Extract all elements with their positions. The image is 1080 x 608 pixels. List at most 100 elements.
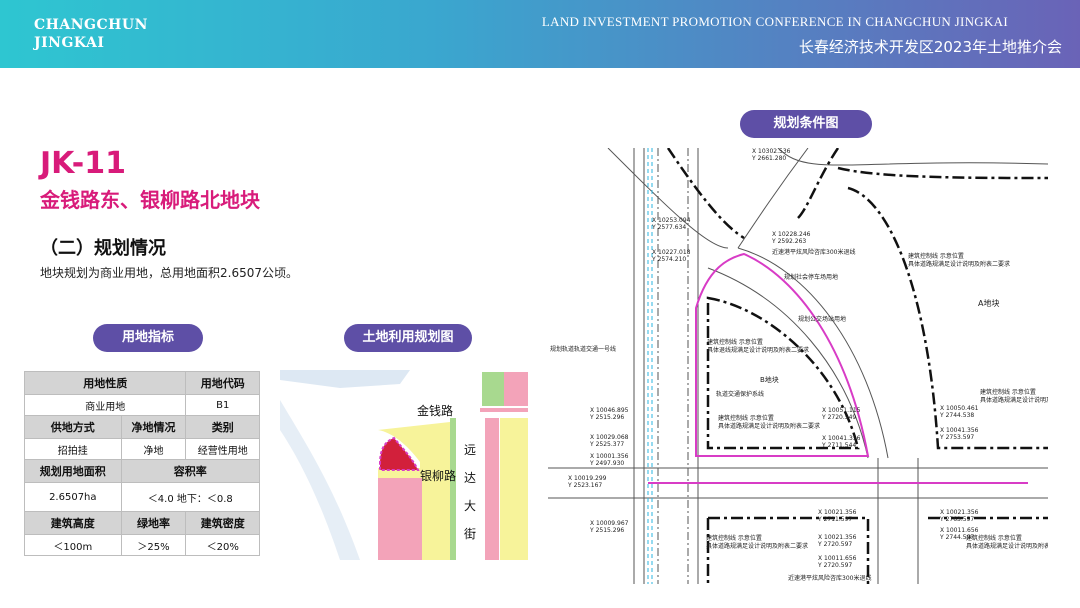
net-value: 净地 — [120, 438, 187, 460]
road-yuanda — [456, 418, 484, 560]
brand-logo-text: CHANGCHUN JINGKAI — [34, 16, 148, 52]
conference-title-cn: 长春经济技术开发区2023年土地推介会 — [798, 38, 1062, 56]
brand-line-2: JINGKAI — [34, 35, 105, 51]
area-header: 规划用地面积 — [24, 459, 122, 483]
land-nature-value: 商业用地 — [23, 394, 187, 416]
ctrl-note-6a: 建筑控制线 示意位置 — [966, 534, 1022, 542]
note-parking: 规划社会停车场用地 — [784, 273, 838, 281]
ctrl-line-b — [706, 296, 860, 450]
far-header: 容积率 — [120, 459, 261, 483]
ctrl-note-1b: 具体退线规满足设计说明及附表二要求 — [707, 346, 809, 354]
road-label-yinliu: 银柳路 — [420, 468, 456, 483]
coord-18x: X 10011.656 — [818, 555, 857, 562]
cond-background — [548, 148, 1048, 584]
category-header: 类别 — [185, 415, 260, 439]
section-title: （二）规划情况 — [40, 238, 166, 259]
coord-3x: X 10227.018 — [652, 249, 691, 256]
coord-3y: Y 2574.210 — [651, 256, 686, 263]
rail-label: 规划轨道轨道交通一号线 — [550, 345, 616, 353]
far-value: ＜4.0 地下：＜0.8 — [120, 482, 261, 512]
green-header: 绿地率 — [120, 511, 187, 535]
coord-12x: X 10019.299 — [568, 475, 607, 482]
land-use-map-label: 土地利用规划图 — [344, 324, 472, 352]
river-left — [280, 400, 360, 560]
diag-road-1 — [607, 148, 729, 249]
block-b-label: B地块 — [760, 375, 779, 384]
note-setback-bottom: 近速港平炫风险咨库300米退线 — [788, 574, 871, 582]
ctrl-note-5b: 具体道路规满足设计说明及附表二要求 — [706, 542, 808, 550]
target-plot — [379, 436, 420, 471]
brand-line-1: CHANGCHUN — [34, 17, 148, 33]
ctrl-note-3b: 具体道路规满足设计说明及附表二要求 — [908, 260, 1010, 268]
coord-6x: X 10029.068 — [590, 434, 629, 441]
rail-lines — [647, 148, 653, 584]
net-header: 净地情况 — [120, 415, 187, 439]
coord-2y: Y 2577.634 — [651, 224, 686, 231]
land-use-map: 金钱路 银柳路 远 达 大 街 — [280, 370, 530, 560]
block-a-label: A地块 — [978, 298, 999, 308]
coord-9x: X 10050.461 — [940, 405, 979, 412]
coord-18y: Y 2720.597 — [817, 562, 852, 569]
conference-title-en: LAND INVESTMENT PROMOTION CONFERENCE IN … — [541, 14, 1008, 29]
coord-1y: Y 2661.280 — [751, 155, 786, 162]
land-code-value: B1 — [185, 394, 260, 416]
ctrl-note-4a: 建筑控制线 示意位置 — [980, 388, 1036, 396]
coord-7y: Y 2720.549 — [821, 414, 856, 421]
coord-15y: Y 2720.597 — [817, 541, 852, 548]
pink-block-lower — [378, 478, 422, 560]
road-label-jinqian: 金钱路 — [417, 403, 453, 418]
density-header: 建筑密度 — [185, 511, 260, 535]
river-top — [280, 370, 410, 388]
ctrl-note-4b: 具体道路规满足设计说明及附表二要求 — [980, 396, 1048, 404]
coord-1x: X 10302.536 — [752, 148, 791, 155]
coord-16x: X 10021.356 — [940, 509, 979, 516]
plot-boundary-b — [695, 252, 870, 457]
yellow-block-right — [500, 418, 528, 560]
supply-value: 招拍挂 — [24, 438, 122, 460]
note-setback-top: 近速港平炫风险咨库300米退线 — [772, 248, 855, 256]
ctrl-line-1 — [666, 148, 745, 240]
coord-17x: X 10011.656 — [940, 527, 979, 534]
control-lines — [666, 148, 1048, 584]
coord-13x: X 10009.967 — [590, 520, 629, 527]
ctrl-note-5a: 建筑控制线 示意位置 — [706, 534, 762, 542]
coord-16y: Y 2763.597 — [939, 516, 974, 523]
header-banner: CHANGCHUN JINGKAI LAND INVESTMENT PROMOT… — [0, 0, 1080, 68]
coord-5y: Y 2515.296 — [589, 414, 624, 421]
ctrl-note-1a: 建筑控制线 示意位置 — [707, 338, 763, 346]
green-value: ＞25% — [120, 534, 187, 556]
ctrl-line-2 — [797, 148, 840, 219]
curve-road-a — [737, 247, 889, 459]
plot-name: 金钱路东、银柳路北地块 — [40, 188, 260, 212]
coord-12y: Y 2523.167 — [567, 482, 602, 489]
coord-2x: X 10253.094 — [652, 217, 691, 224]
ctrl-line-a — [847, 186, 1048, 450]
road-label-yuanda-4: 街 — [464, 527, 476, 541]
road-label-yuanda-1: 远 — [464, 443, 476, 457]
coord-10y: Y 2753.597 — [939, 434, 974, 441]
coord-5x: X 10046.895 — [590, 407, 629, 414]
green-strip — [450, 418, 456, 560]
top-road — [777, 148, 1048, 166]
coord-13y: Y 2515.296 — [589, 527, 624, 534]
note-bus: 规划公交场站用地 — [798, 315, 846, 323]
road-network — [548, 148, 1048, 584]
coord-4x: X 10228.246 — [772, 231, 811, 238]
conditions-map-label: 规划条件图 — [740, 110, 872, 138]
pink-block-right-a — [485, 418, 499, 560]
pink-strip — [480, 408, 528, 412]
coord-14y: Y 2711.597 — [817, 516, 852, 523]
coord-10x: X 10041.356 — [940, 427, 979, 434]
pink-block-top — [504, 372, 528, 406]
coord-11x: X 10001.356 — [590, 453, 629, 460]
category-value: 经营性用地 — [185, 438, 260, 460]
coord-4y: Y 2592.263 — [771, 238, 806, 245]
coord-8y: Y 2711.544 — [821, 442, 856, 449]
plot-description: 地块规划为商业用地，总用地面积2.6507公顷。 — [40, 266, 298, 280]
height-header: 建筑高度 — [24, 511, 122, 535]
ctrl-note-3a: 建筑控制线 示意位置 — [908, 252, 964, 260]
indicators-label: 用地指标 — [93, 324, 203, 352]
coord-11y: Y 2497.930 — [589, 460, 624, 467]
coord-6y: Y 2525.377 — [589, 441, 624, 448]
height-value: ＜100m — [24, 534, 122, 556]
